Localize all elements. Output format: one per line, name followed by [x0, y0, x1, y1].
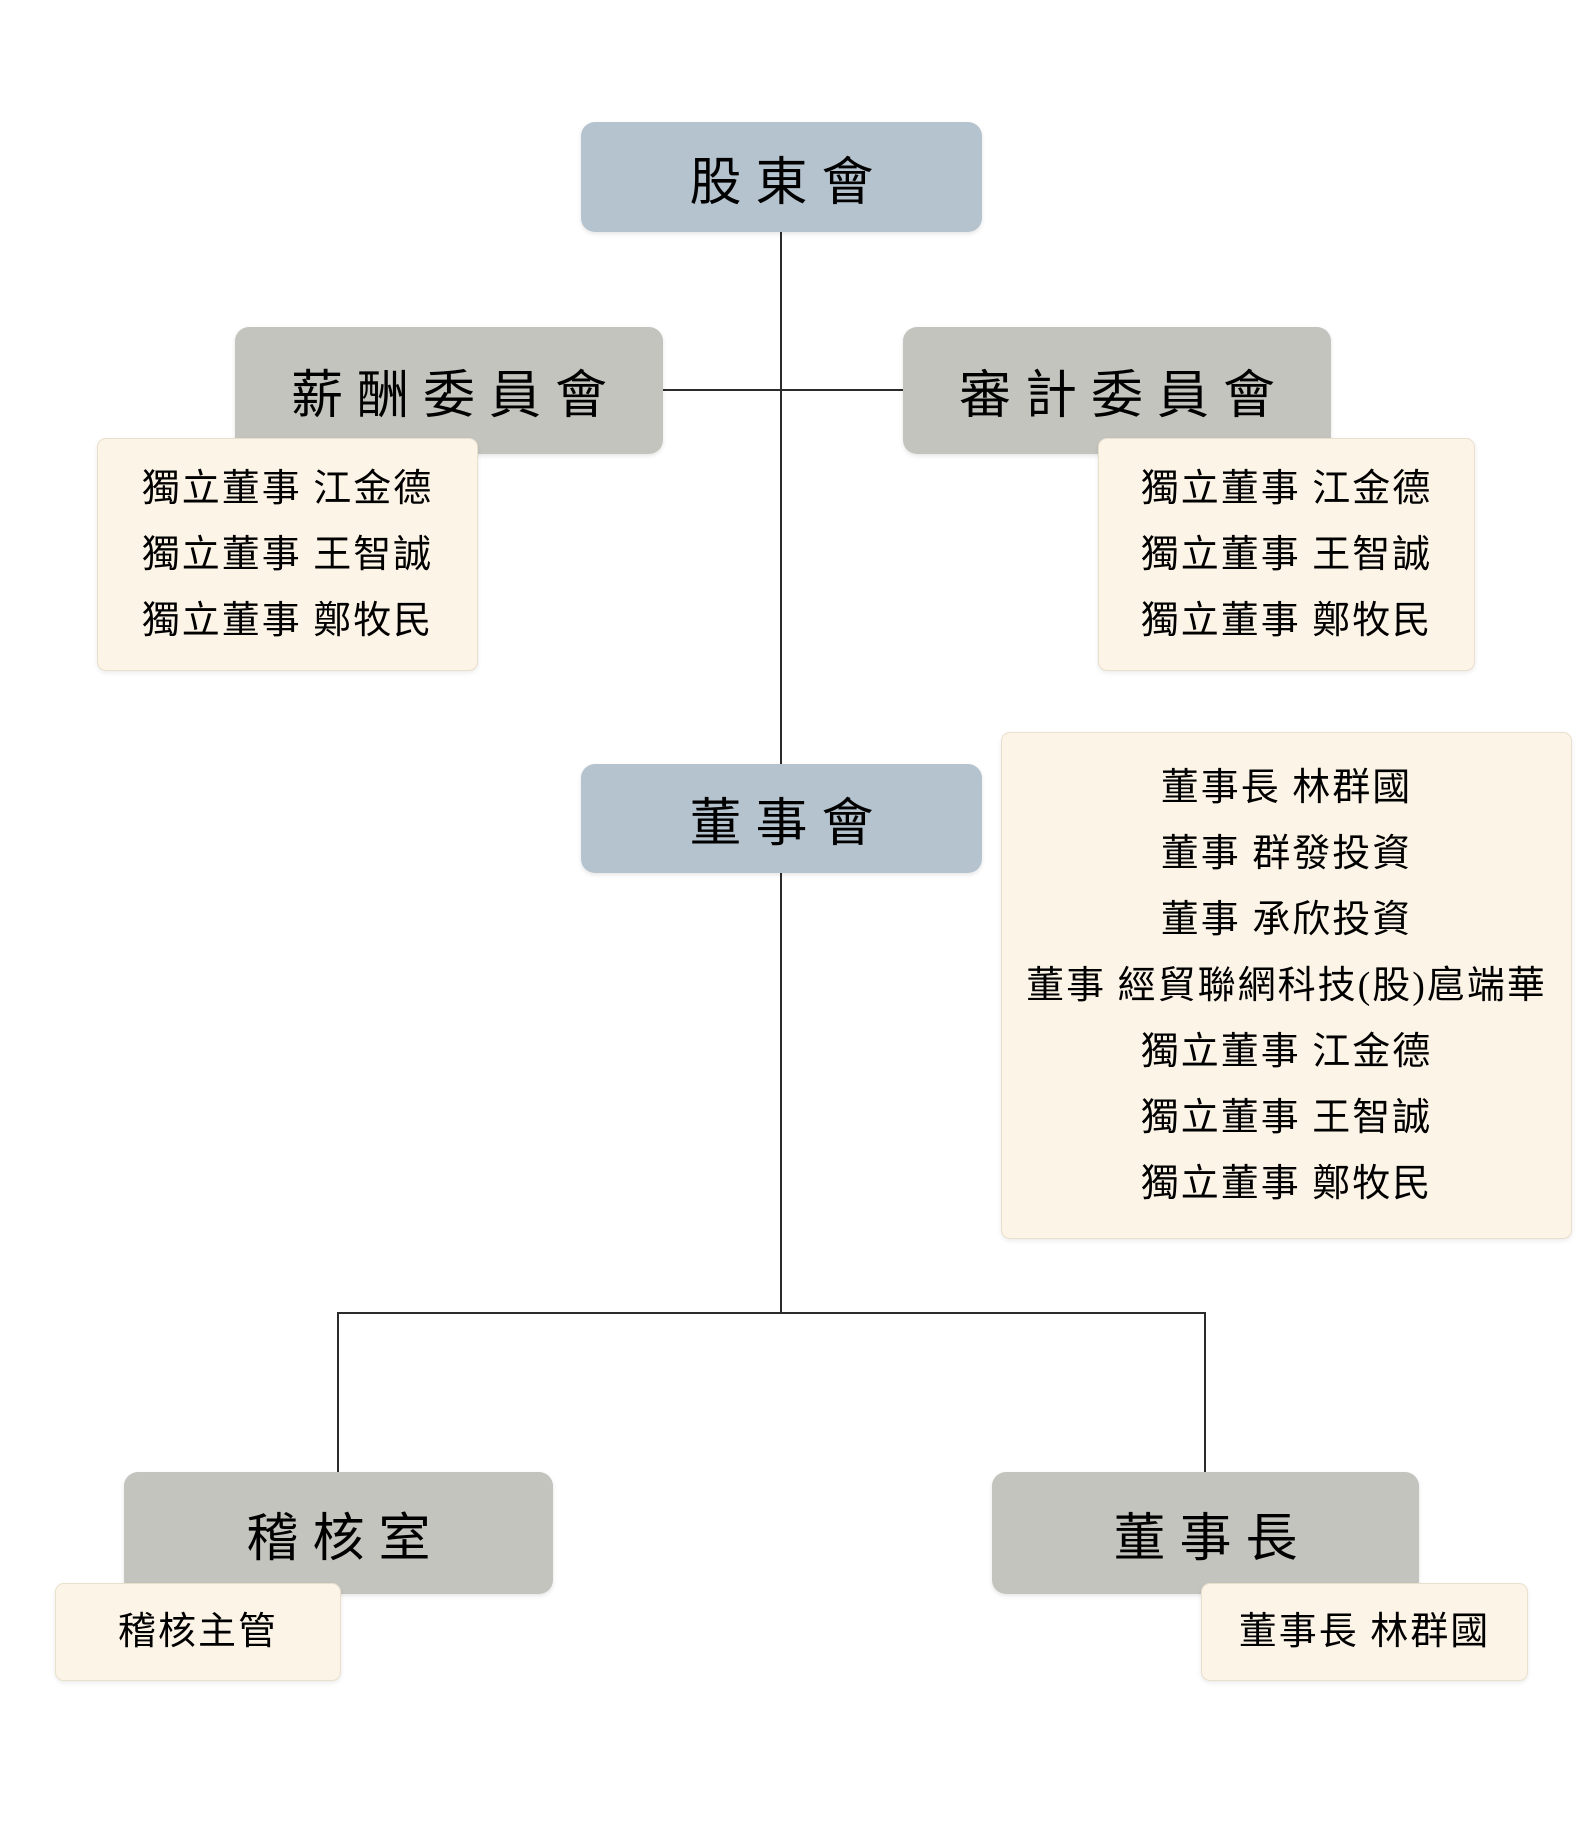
connector-to-audit-office: [337, 1312, 339, 1472]
board-member-list: 董事長 林群國 董事 群發投資 董事 承欣投資 董事 經貿聯網科技(股)扈端華 …: [1001, 732, 1572, 1239]
node-compensation-committee: 薪酬委員會: [235, 327, 663, 454]
node-audit-office: 稽核室: [124, 1472, 553, 1594]
node-board-of-directors: 董事會: [581, 764, 982, 873]
node-shareholders-meeting: 股東會: [581, 122, 982, 232]
node-audit-committee: 審計委員會: [903, 327, 1331, 454]
member-row: 董事 承欣投資: [1160, 898, 1413, 941]
connector-bottom-horizontal: [337, 1312, 1206, 1314]
node-chairman: 董事長: [992, 1472, 1419, 1594]
node-audit-office-label: 稽核室: [246, 1510, 445, 1568]
member-row: 獨立董事 王智誠: [1140, 533, 1433, 576]
member-row: 獨立董事 王智誠: [141, 533, 434, 576]
member-row: 董事長 林群國: [1160, 766, 1413, 809]
node-audit-committee-label: 審計委員會: [958, 368, 1289, 425]
node-board-of-directors-label: 董事會: [689, 796, 888, 853]
connector-board-down: [780, 873, 782, 1314]
connector-shareholders-to-board: [780, 232, 782, 764]
member-row: 獨立董事 鄭牧民: [1140, 599, 1433, 642]
member-row: 獨立董事 王智誠: [1140, 1096, 1433, 1139]
node-chairman-label: 董事長: [1113, 1510, 1312, 1568]
member-row: 董事 經貿聯網科技(股)扈端華: [1026, 964, 1547, 1007]
node-compensation-committee-label: 薪酬委員會: [290, 368, 621, 425]
connector-committees: [663, 389, 903, 391]
chairman-member-list: 董事長 林群國: [1201, 1583, 1528, 1681]
compensation-committee-member-list: 獨立董事 江金德 獨立董事 王智誠 獨立董事 鄭牧民: [97, 438, 478, 671]
member-row: 獨立董事 鄭牧民: [141, 599, 434, 642]
member-row: 獨立董事 江金德: [141, 467, 434, 510]
member-row: 獨立董事 江金德: [1140, 1030, 1433, 1073]
member-row: 董事長 林群國: [1238, 1611, 1491, 1653]
member-row: 董事 群發投資: [1160, 832, 1413, 875]
node-shareholders-meeting-label: 股東會: [689, 154, 888, 212]
connector-to-chairman: [1204, 1312, 1206, 1472]
audit-office-member-list: 稽核主管: [55, 1583, 341, 1681]
audit-committee-member-list: 獨立董事 江金德 獨立董事 王智誠 獨立董事 鄭牧民: [1098, 438, 1475, 671]
member-row: 獨立董事 鄭牧民: [1140, 1162, 1433, 1205]
member-row: 獨立董事 江金德: [1140, 467, 1433, 510]
member-row: 稽核主管: [117, 1611, 278, 1653]
